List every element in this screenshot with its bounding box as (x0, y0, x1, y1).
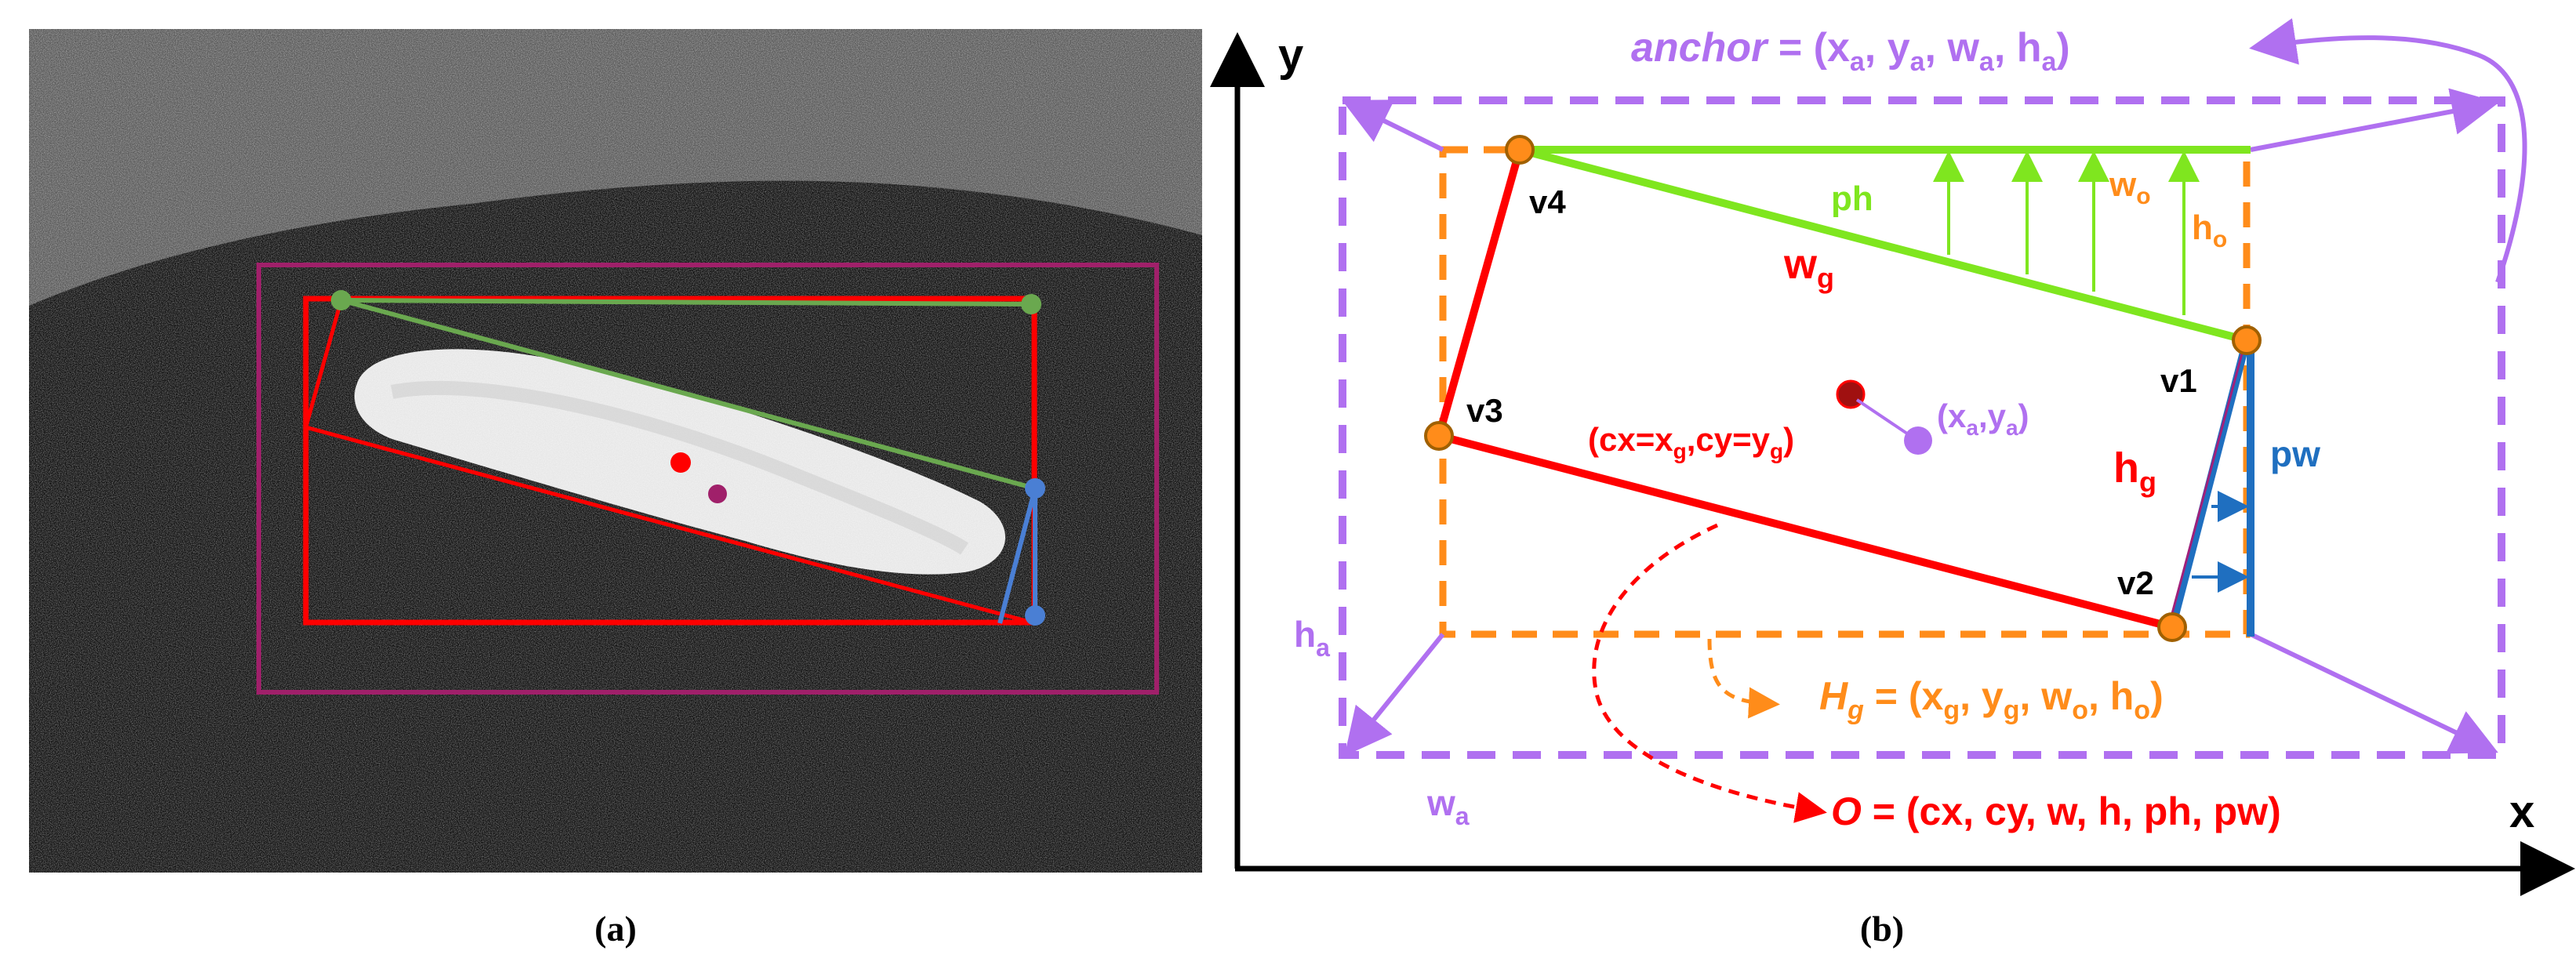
blue-point-bottom-a (1025, 605, 1045, 626)
obb-red-edges-a (303, 299, 1036, 626)
vertex-v4-point (1505, 135, 1535, 165)
anchor-arrow-top-right (2250, 88, 2499, 152)
anchor-arrow-bottom-left (1344, 633, 1445, 757)
blue-point-top-a (1025, 478, 1045, 499)
anchor-arrow-top-left (1342, 100, 1444, 152)
vertex-v1-point (2232, 325, 2262, 355)
wo-label: wo (2109, 165, 2151, 209)
obb-edge-v3-v2 (1437, 432, 2174, 631)
vertex-v1-label: v1 (2160, 362, 2197, 399)
pw-label: pw (2270, 434, 2320, 474)
o-dashed-arrow (1592, 523, 1827, 823)
green-diag-line-a (340, 298, 1036, 491)
hg-dashed-arrow (1707, 638, 1780, 719)
obb-edge-v4-v1 (1518, 146, 2248, 344)
vertex-v4-label: v4 (1529, 183, 1566, 220)
green-point-v1-a (1021, 294, 1041, 314)
red-center-point-a (670, 452, 691, 473)
vertex-v3-label: v3 (1466, 392, 1503, 429)
ho-label: ho (2192, 209, 2227, 252)
center-a-label: (xa,ya) (1937, 397, 2029, 440)
obb-edge-v1-v2 (2168, 339, 2251, 629)
anchor-arrow-bottom-right (2249, 632, 2498, 754)
wg-label: wg (1783, 241, 1834, 294)
vertex-v2-point (2157, 612, 2187, 642)
caption-a: (a) (594, 909, 637, 949)
anchor-formula: anchor = (xa, ya, wa, ha) (1631, 25, 2070, 77)
panel-a: (a) (29, 29, 1202, 949)
x-axis-label: x (2509, 786, 2534, 837)
center-a-point (1904, 426, 1932, 455)
caption-b: (b) (1860, 909, 1904, 949)
ship-blob-texture (391, 380, 968, 555)
obb-edge-v1-v2-inner (2169, 344, 2246, 620)
hg-label: hg (2113, 445, 2156, 498)
anchor-curved-arrow (2249, 18, 2527, 283)
panel-b: y x (1210, 18, 2575, 949)
anchor-dashed-box (1339, 96, 2505, 759)
anchor-box-a (256, 263, 1159, 695)
center-offset-arrow (1855, 398, 1909, 435)
ph-label: ph (1831, 180, 1873, 218)
hg-dashed-box (1439, 146, 2251, 638)
y-axis-label: y (1278, 30, 1303, 81)
green-top-line-a (340, 298, 1032, 307)
center-g-label: (cx=xg,cy=yg) (1588, 421, 1794, 463)
ha-label: ha (1294, 614, 1330, 662)
vertex-v3-point (1424, 421, 1454, 451)
purple-center-point-a (708, 484, 727, 503)
obb-edge-v4-v3 (1435, 148, 1524, 437)
vertex-v2-label: v2 (2117, 564, 2154, 601)
wa-label: wa (1426, 782, 1470, 830)
o-formula: O = (cx, cy, w, h, ph, pw) (1831, 789, 2281, 833)
hbb-box-a (303, 296, 1037, 626)
green-point-v4-a (331, 290, 351, 310)
hg-formula: Hg = (xg, yg, wo, ho) (1819, 674, 2164, 725)
